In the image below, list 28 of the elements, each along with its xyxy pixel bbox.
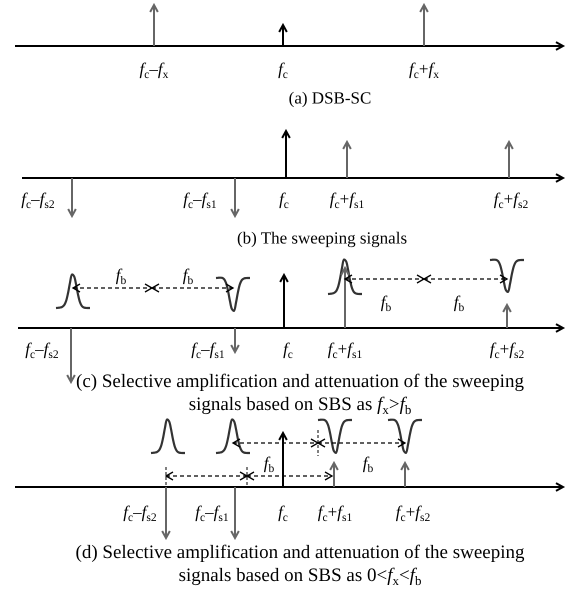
- frequency-label: f$_{c}$–f$_{s1}$: [195, 504, 229, 520]
- frequency-label: f$_{c}$–f$_{s2}$: [123, 504, 157, 520]
- frequency-label: f$_{c}$–f$_{x}$: [140, 60, 168, 78]
- frequency-label: f$_{c}$+f$_{s2}$: [490, 340, 524, 358]
- frequency-label: f$_{c}$: [279, 190, 289, 208]
- frequency-label: f$_{c}$+f$_{x}$: [409, 60, 439, 78]
- frequency-label: f$_{c}$–f$_{s2}$: [25, 340, 59, 358]
- frequency-label: f$_{c}$: [278, 504, 288, 520]
- frequency-label: f$_{c}$: [278, 60, 288, 78]
- panel-caption: (b) The sweeping signals: [236, 230, 408, 246]
- frequency-label: f$_{c}$–f$_{s2}$: [21, 190, 55, 208]
- bandwidth-label: f$_{b}$: [264, 454, 274, 472]
- bandwidth-label: f$_{b}$: [116, 266, 126, 284]
- panel-caption: (d) Selective amplification and attenuation of the sweeping signals based on SBS as 0<f$_{x}$<f$_{b}$: [74, 542, 526, 588]
- frequency-label: f$_{c}$–f$_{s1}$: [183, 190, 217, 208]
- frequency-label: f$_{c}$+f$_{s2}$: [494, 190, 528, 208]
- bandwidth-label: f$_{b}$: [454, 294, 464, 310]
- frequency-label: f$_{c}$–f$_{s1}$: [191, 340, 225, 358]
- bandwidth-label: f$_{b}$: [182, 266, 194, 284]
- panel-caption: (a) DSB-SC: [288, 90, 372, 106]
- bandwidth-label: f$_{b}$: [362, 454, 374, 472]
- frequency-label: f$_{c}$+f$_{s1}$: [328, 340, 362, 358]
- frequency-label: f$_{c}$+f$_{s1}$: [318, 504, 352, 520]
- frequency-label: f$_{c}$: [283, 340, 293, 358]
- frequency-label: f$_{c}$+f$_{s2}$: [396, 504, 430, 520]
- bandwidth-label: f$_{b}$: [380, 294, 392, 310]
- frequency-label: f$_{c}$+f$_{s1}$: [330, 190, 364, 208]
- panel-caption: (c) Selective amplification and attenuation of the sweeping signals based on SBS as f$_{x}$>f$_{b}$: [75, 371, 525, 417]
